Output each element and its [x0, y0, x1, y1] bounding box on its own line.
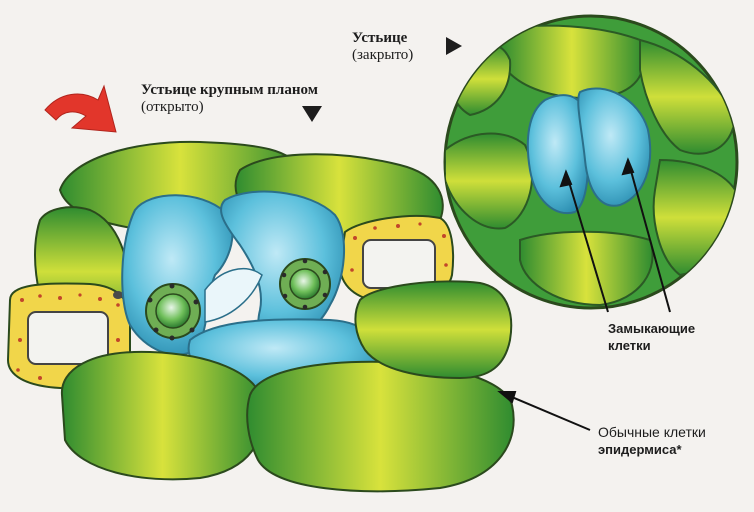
- label-epidermis-line2: эпидермиса*: [598, 441, 706, 458]
- label-guard-cells-line1: Замыкающие: [608, 320, 695, 337]
- label-stoma-open-line2: (открыто): [141, 99, 318, 116]
- label-guard-cells-line2: клетки: [608, 337, 695, 354]
- stoma-model: [8, 142, 514, 491]
- red-curved-arrow-icon: [45, 86, 116, 132]
- label-stoma-closed-line2: (закрыто): [352, 47, 413, 64]
- label-stoma-closed: Устьице (закрыто): [352, 30, 413, 64]
- label-epidermis-line1: Обычные клетки: [598, 424, 706, 441]
- triangle-right-icon: [446, 37, 462, 55]
- epidermal-cell: [247, 362, 513, 491]
- label-stoma-open-line1: Устьице крупным планом: [141, 82, 318, 99]
- vacuole: [28, 312, 108, 364]
- label-stoma-closed-line1: Устьице: [352, 30, 413, 47]
- label-epidermis: Обычные клетки эпидермиса*: [598, 424, 706, 458]
- epidermal-cell: [62, 352, 263, 480]
- label-stoma-open: Устьице крупным планом (открыто): [141, 82, 318, 116]
- nucleus-dark: [113, 291, 123, 299]
- magnified-stoma-circle: [445, 16, 740, 308]
- label-guard-cells: Замыкающие клетки: [608, 320, 695, 354]
- vacuole: [363, 240, 435, 288]
- guard-nucleus-right: [280, 259, 330, 310]
